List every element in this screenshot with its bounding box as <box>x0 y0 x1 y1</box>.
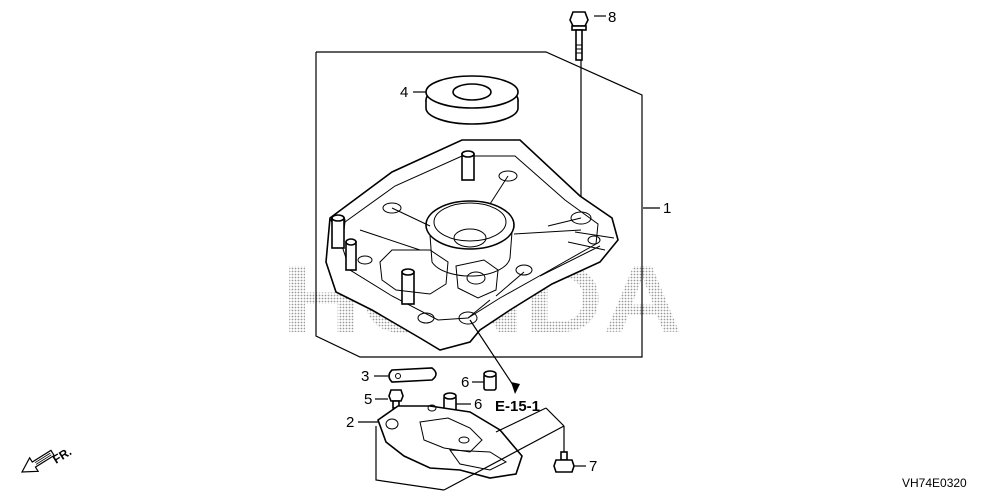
dowel-pin-6-upper <box>483 370 497 391</box>
callout-4: 4 <box>400 84 408 101</box>
callout-6-upper: 6 <box>461 374 469 391</box>
reference-label: E-15-1 <box>495 398 540 415</box>
plate-2 <box>377 404 523 479</box>
callout-5: 5 <box>364 391 372 408</box>
assembly-frame <box>315 51 643 358</box>
oil-seal-4 <box>425 75 519 125</box>
callout-7: 7 <box>589 458 597 475</box>
callout-2: 2 <box>346 414 354 431</box>
case-cover-1 <box>325 139 619 351</box>
clip-3 <box>388 367 437 383</box>
leader-lines <box>358 15 660 467</box>
front-indicator: FR. <box>20 444 74 473</box>
front-label: FR. <box>50 444 74 466</box>
flange-bolt-8 <box>569 11 589 212</box>
callout-8: 8 <box>608 9 616 26</box>
diagram-code: VH74E0320 <box>902 476 967 490</box>
callout-1: 1 <box>663 200 671 217</box>
callout-6-lower: 6 <box>474 396 482 413</box>
reference-arrow <box>469 319 520 394</box>
plate-frame <box>375 407 565 491</box>
callout-3: 3 <box>361 368 369 385</box>
flange-bolt-7 <box>553 426 575 473</box>
